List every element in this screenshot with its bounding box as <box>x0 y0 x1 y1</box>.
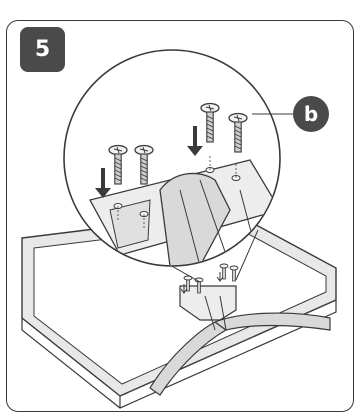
zoom-circle <box>64 50 280 266</box>
step-number-badge: 5 <box>20 27 65 72</box>
callout-b-badge: b <box>293 96 329 132</box>
